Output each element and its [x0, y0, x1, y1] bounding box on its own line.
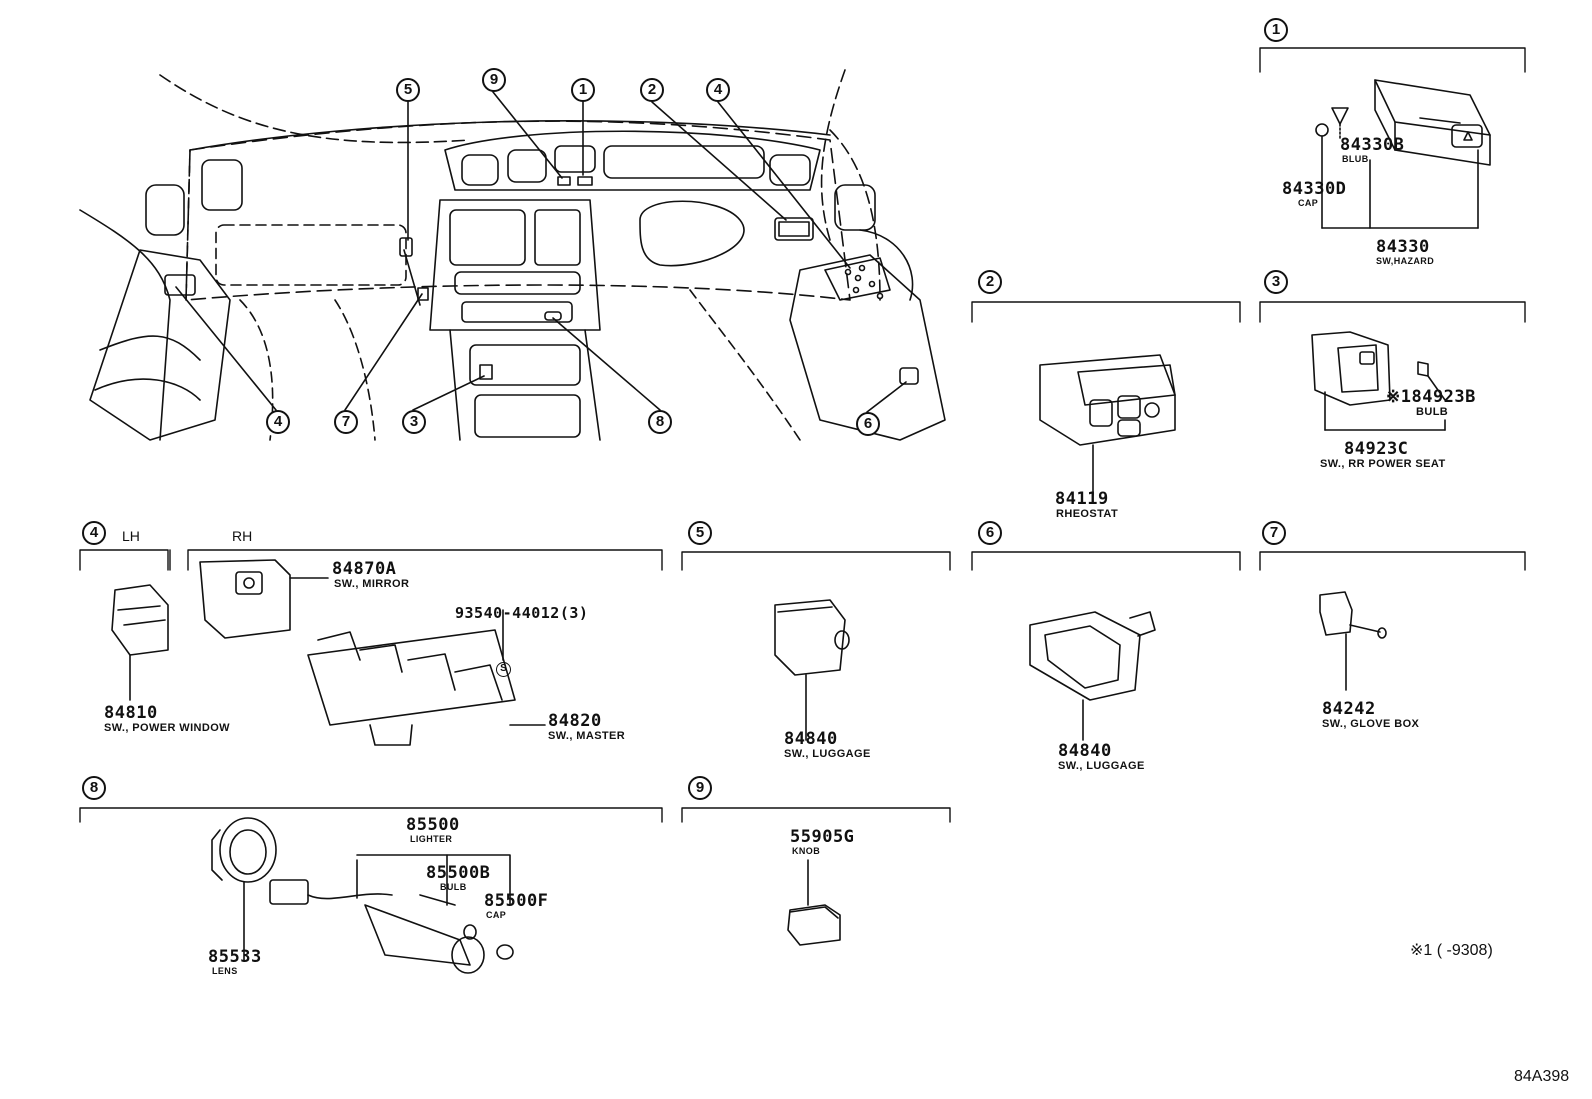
overview-callout-6: 6 [856, 412, 880, 436]
part-number-85533: 85533 [208, 947, 262, 967]
footnote: ※1 ( -9308) [1410, 942, 1493, 959]
part-number-84820: 84820 [548, 711, 602, 731]
section-4-lh-label: LH [122, 528, 140, 544]
overview-callout-4-left: 4 [266, 410, 290, 434]
part-desc-84330: SW,HAZARD [1376, 256, 1435, 266]
part-number-93540-44012: 93540-44012(3) [455, 604, 589, 622]
section-5-badge: 5 [688, 521, 712, 545]
part-desc-84840-s5: SW., LUGGAGE [784, 748, 871, 760]
overview-callout-4-right: 4 [706, 78, 730, 102]
hazard-switch-drawing [1315, 79, 1491, 229]
dashboard-overview-drawing [79, 69, 946, 441]
glove-box-switch-drawing [1319, 591, 1387, 691]
lighter-drawing [211, 817, 514, 974]
part-number-85500b: 85500B [426, 863, 491, 883]
part-desc-85500: LIGHTER [410, 834, 453, 844]
knob-drawing [787, 859, 841, 946]
s-marker-icon: S [496, 662, 511, 677]
overview-callout-5: 5 [396, 78, 420, 102]
part-number-84119: 84119 [1055, 489, 1109, 509]
part-desc-84330d: CAP [1298, 198, 1319, 208]
part-number-84810: 84810 [104, 703, 158, 723]
part-number-84840-s6: 84840 [1058, 741, 1112, 761]
part-desc-84330b: BLUB [1342, 154, 1369, 164]
section-2-badge: 2 [978, 270, 1002, 294]
overview-callout-2: 2 [640, 78, 664, 102]
part-desc-84242: SW., GLOVE BOX [1322, 718, 1420, 730]
part-number-84840-s5: 84840 [784, 729, 838, 749]
part-number-84242: 84242 [1322, 699, 1376, 719]
overview-callout-1: 1 [571, 78, 595, 102]
overview-callout-9: 9 [482, 68, 506, 92]
part-number-84870a: 84870A [332, 559, 397, 579]
part-number-55905g: 55905G [790, 827, 855, 847]
part-number-84923b: ※184923B [1386, 387, 1476, 407]
part-number-84330d: 84330D [1282, 179, 1347, 199]
section-4-rh-label: RH [232, 528, 253, 544]
part-number-84330b: 84330B [1340, 135, 1405, 155]
section-6-badge: 6 [978, 521, 1002, 545]
section-9-badge: 9 [688, 776, 712, 800]
part-desc-84119: RHEOSTAT [1056, 508, 1119, 520]
part-desc-84870a: SW., MIRROR [334, 578, 410, 590]
part-number-84923c: 84923C [1344, 439, 1409, 459]
luggage-switch-drawing-6 [1029, 611, 1156, 741]
part-number-84330: 84330 [1376, 237, 1430, 257]
part-desc-84810: SW., POWER WINDOW [104, 722, 230, 734]
part-desc-84840-s6: SW., LUGGAGE [1058, 760, 1145, 772]
part-number-85500f: 85500F [484, 891, 549, 911]
part-desc-55905g: KNOB [792, 846, 821, 856]
section-3-badge: 3 [1264, 270, 1288, 294]
section-1-badge: 1 [1264, 18, 1288, 42]
section-brackets [79, 47, 1526, 823]
part-desc-84820: SW., MASTER [548, 730, 626, 742]
part-desc-85533: LENS [212, 966, 238, 976]
diagram-id: 84A398 [1514, 1068, 1570, 1085]
section-8-badge: 8 [82, 776, 106, 800]
section-7-badge: 7 [1262, 521, 1286, 545]
section-4-badge: 4 [82, 521, 106, 545]
rheostat-drawing [1039, 354, 1176, 496]
overview-callout-8: 8 [648, 410, 672, 434]
part-desc-85500f: CAP [486, 910, 507, 920]
overview-callout-7: 7 [334, 410, 358, 434]
window-switches-drawing [111, 559, 546, 746]
part-desc-84923b: BULB [1416, 406, 1449, 418]
luggage-switch-drawing-5 [774, 599, 850, 741]
overview-callout-3: 3 [402, 410, 426, 434]
part-desc-84923c: SW., RR POWER SEAT [1320, 458, 1446, 470]
part-number-85500: 85500 [406, 815, 460, 835]
part-desc-85500b: BULB [440, 882, 467, 892]
rear-seat-switch-drawing [1311, 331, 1446, 431]
